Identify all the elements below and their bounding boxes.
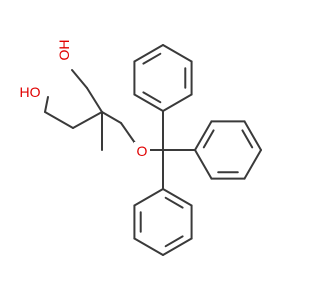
- ring-bond: [162, 188, 193, 207]
- ring-double-bond: [142, 91, 162, 104]
- ring-bond: [133, 93, 164, 112]
- phenyl-ring-bottom: [133, 188, 193, 256]
- atom-label-oh-left: HO: [6, 82, 41, 100]
- ring-bond: [133, 237, 164, 256]
- ring-bond: [162, 93, 193, 112]
- phenyl-ring-right: [194, 120, 262, 180]
- aliphatic-core: [44, 69, 164, 151]
- bond-oh-left: [44, 96, 49, 113]
- atom-label-oh-top: OH: [53, 38, 75, 62]
- molecule-drawing: OH HO O: [6, 38, 262, 256]
- phenyl-ring-top: [133, 44, 193, 112]
- ring-bond: [194, 120, 213, 151]
- bond-ch2-left-b: [72, 111, 103, 129]
- ring-bond: [243, 149, 262, 180]
- oh-top-text: OH: [56, 40, 72, 61]
- ring-bond: [162, 237, 193, 256]
- ether-o-text: O: [137, 143, 148, 159]
- ring-double-bond: [164, 196, 184, 209]
- bond-ch2-left-a: [44, 111, 74, 129]
- atom-label-ether-o: O: [134, 142, 150, 160]
- oh-left-text: HO: [20, 84, 41, 100]
- ring-double-bond: [202, 129, 215, 149]
- bond-ch2-top: [86, 87, 103, 113]
- structure-diagram: OH HO O: [6, 38, 262, 256]
- ring-bond: [133, 44, 164, 63]
- ring-bond: [133, 188, 164, 207]
- ring-bond: [194, 149, 213, 180]
- ring-double-bond: [241, 129, 254, 149]
- ring-bond: [243, 120, 262, 151]
- ring-double-bond: [142, 52, 162, 65]
- ring-bond: [162, 44, 193, 63]
- bond-oh-top: [71, 69, 88, 89]
- trityl-bonds: [162, 110, 196, 190]
- ring-double-bond: [164, 235, 184, 248]
- bond-ch2-right: [101, 111, 122, 124]
- bond-ch2-ether: [120, 122, 136, 144]
